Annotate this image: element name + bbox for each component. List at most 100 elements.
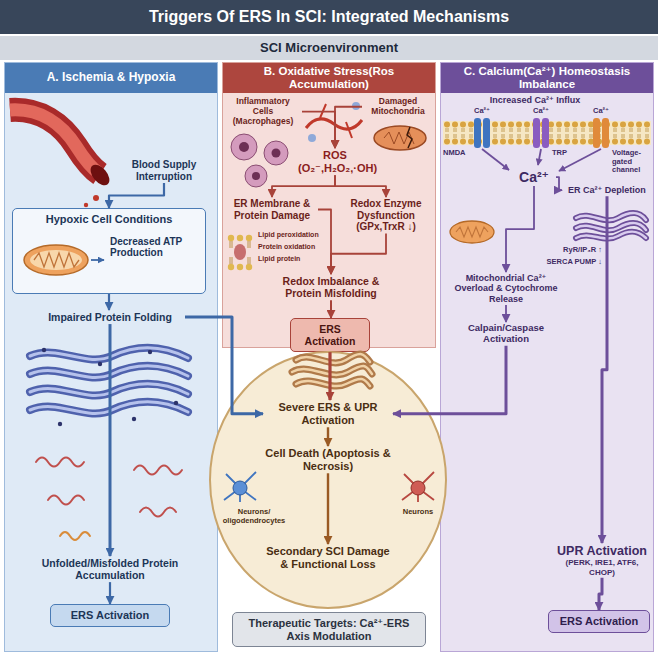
neuron [224,472,256,502]
annotation: Lipid protein [258,255,326,263]
connector [327,473,329,544]
lipid-bilayer [246,264,252,270]
neuron [411,481,425,495]
mitochondrion [450,221,494,243]
ion-channel [593,118,600,148]
node-label: Inflammatory Cells (Macrophages) [226,97,300,126]
macrophage [252,172,260,180]
node-label: Mitochondrial Ca²⁺ Overload & Cytochrome… [448,273,564,304]
node-label: Impaired Protein Folding [37,311,183,323]
damaged-mitochondrion [374,126,426,150]
macrophage [231,134,257,160]
node-label: Redox Imbalance & Protein Misfolding [268,275,394,299]
mitochondrion [34,253,79,267]
flow-step: Mitochondrial Ca²⁺ Overload & Cytochrome… [446,272,566,305]
node-label: ERS Activation [56,609,164,622]
mitochondrion [30,250,82,270]
annotation: Protein oxidation [258,243,326,251]
flow-step: Severe ERS & UPR Activation [263,400,393,427]
endoplasmic-reticulum [42,348,46,352]
ion-label: Ca²⁺ [586,107,616,116]
ion-label: Ca²⁺ [512,168,556,186]
endoplasmic-reticulum [174,401,178,405]
small-arrow [91,259,104,261]
node-label: Calpain/Caspase Activation [452,323,560,345]
node-label: ER Ca²⁺ Depletion [564,185,650,195]
ion-label: Ca²⁺ [467,107,497,116]
ion-channel [474,118,481,148]
central-ellipse [210,352,446,608]
outcome-box: ERS Activation [50,604,170,627]
ion-channel [474,118,609,148]
node-label: Cell Death (Apoptosis & Necrosis) [265,447,391,472]
blood-vessel [84,203,88,207]
central-ellipse [210,352,446,608]
panel-heading: C. Calcium(Ca²⁺) Homeostasis Imbalance [441,63,653,93]
node-label: Damaged Mitochondria [364,97,432,117]
macrophage [239,142,249,152]
connector [328,352,331,400]
node-detail: Decreased ATP Production [18,236,200,259]
node-label: ERS Activation [554,615,644,628]
lipid-bilayer [237,235,243,241]
macrophage [264,141,288,165]
flow-step: UPR Activation(PERK, IRE1, ATF6, CHOP) [552,543,652,578]
mitochondrion [24,245,88,275]
source-label: Inflammatory Cells (Macrophages) [224,96,302,127]
connector [505,305,507,322]
neuron [224,472,256,502]
neuron [233,481,247,495]
annotation: RyR/IP₃R ↑ [530,246,602,255]
lipid-bilayer [234,244,246,260]
endoplasmic-reticulum [296,354,370,363]
endoplasmic-reticulum [296,379,370,386]
connector [330,300,332,318]
outcome-box: ERS Activation [290,318,370,352]
annotation: SERCA PUMP ↓ [530,258,602,267]
node-detail: (PERK, IRE1, ATF6, CHOP) [554,558,650,576]
node-label: ERS Activation [296,323,364,347]
tissue-vessel [308,134,316,142]
flow-step: Redox Imbalance & Protein Misfolding [266,274,396,300]
section-band: SCI Microenvironment [0,36,658,60]
damaged-mitochondrion [407,127,412,148]
lipid-bilayer [228,264,234,270]
lipid-bilayer [228,235,234,241]
ion-channel [602,118,609,148]
flow-step: Cell Death (Apoptosis & Necrosis) [263,446,393,473]
panel-heading: B. Oxidative Stress(Ros Accumulation) [223,63,435,93]
connector [327,427,329,446]
node-label: ER Membrane & Protein Damage [228,198,316,221]
process-box: Hypoxic Cell ConditionsDecreased ATP Pro… [12,208,206,294]
connector [108,294,110,310]
endoplasmic-reticulum [148,350,152,354]
mitochondrion [456,227,488,237]
flow-step: Impaired Protein Folding [35,310,185,324]
node-label: Severe ERS & UPR Activation [265,401,391,426]
cell-label: Neurons/ oligodendrocytes [218,508,290,525]
mitochondrion [450,221,494,243]
channel-name: TRP [552,149,576,158]
flow-step: Secondary SCI Damage & Functional Loss [263,544,393,571]
flow-step: ROS (O₂⁻,H₂O₂,·OH) [296,148,374,175]
outcome-box: ERS Activation [548,610,650,633]
ion-label: Ca²⁺ [526,107,556,116]
neuron [402,472,434,502]
endoplasmic-reticulum [292,366,372,375]
connector [109,582,111,604]
ion-channel [483,118,490,148]
flow-step: Redox Enzyme Dysfunction (GPx,TrxR ↓) [338,197,434,234]
neuron [402,472,434,502]
damaged-mitochondrion [374,126,426,150]
endoplasmic-reticulum [58,422,62,426]
flow-step: Calpain/Caspase Activation [450,322,562,346]
mechanism-panel: B. Oxidative Stress(Ros Accumulation) Inf… [222,62,436,348]
node-label: Unfolded/Misfolded Protein Accumulation [16,557,204,581]
node-label: Secondary SCI Damage & Functional Loss [265,545,391,570]
lipid-bilayer [246,235,252,241]
node-label: UPR Activation [554,544,650,558]
connector [109,324,112,556]
node-label: SCI Microenvironment [260,41,398,56]
macrophage [272,149,281,158]
